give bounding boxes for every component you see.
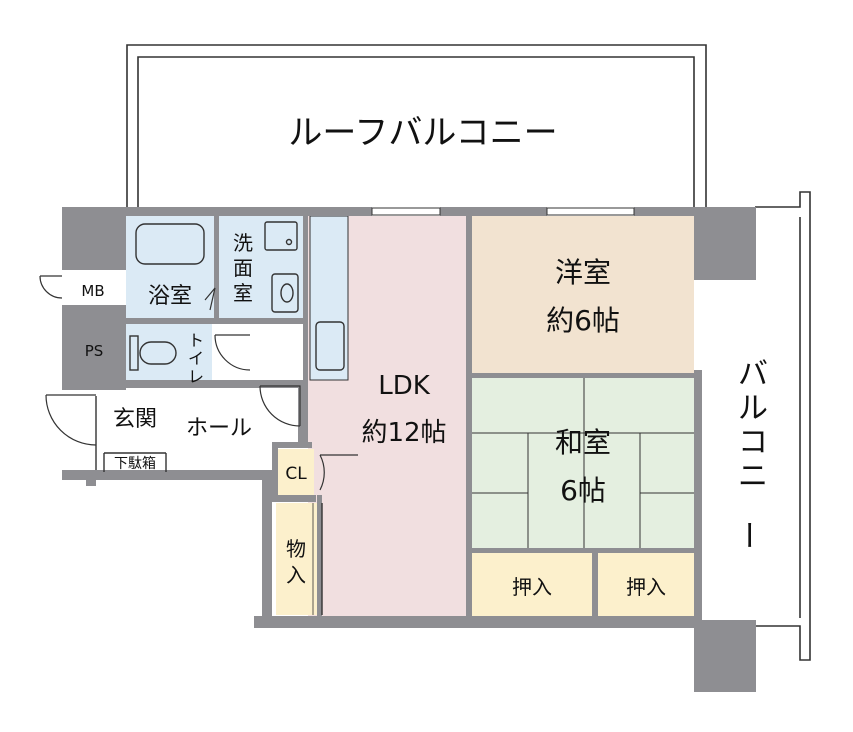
walls [62,207,756,692]
ldk-name-label: LDK [378,371,431,401]
bathtub [135,223,205,265]
room-labels: ルーフバルコニー 浴室 MB PS 玄関 下駄箱 ホール CL LDK 約12帖… [81,113,666,599]
storage-label: 物入 [286,537,306,587]
shoe-box-label: 下駄箱 [114,456,156,472]
japanese-room-name-label: 和室 [555,426,611,459]
toilet-tank [129,335,139,371]
balcony [700,191,811,661]
bath-floor [126,216,214,318]
windows [371,207,635,216]
closet-floor-2 [598,553,694,616]
room-fills [126,215,694,616]
fixtures [95,221,694,615]
balcony-label: バルコニー [730,357,768,550]
toilet-bowl [139,341,177,365]
wash-basin [271,273,299,313]
western-room-floor [472,216,694,373]
western-room-size-label: 約6帖 [546,304,620,337]
storage-floor [276,503,317,615]
washroom-label: 洗面室 [233,231,253,305]
bath-label: 浴室 [148,284,192,309]
sink [315,321,345,371]
roof-balcony [126,44,707,207]
ps-label: PS [85,342,104,360]
cl-floor [278,449,314,495]
closet-2-label: 押入 [626,575,666,599]
ldk-size-label: 約12帖 [361,418,446,448]
laundry-pan [264,221,298,251]
washroom-floor [219,216,303,318]
japanese-room-size-label: 6帖 [560,474,606,507]
toilet-label: トイレ [188,331,204,386]
entrance-label: 玄関 [113,407,157,432]
hall-label: ホール [186,416,252,441]
doors [39,275,358,491]
cl-label: CL [285,464,307,484]
japanese-room-floor [472,378,694,548]
closet-1-label: 押入 [512,575,552,599]
mb-label: MB [81,282,104,300]
roof-balcony-label: ルーフバルコニー [288,113,557,153]
closet-floor-1 [472,553,592,616]
western-room-name-label: 洋室 [555,256,611,289]
